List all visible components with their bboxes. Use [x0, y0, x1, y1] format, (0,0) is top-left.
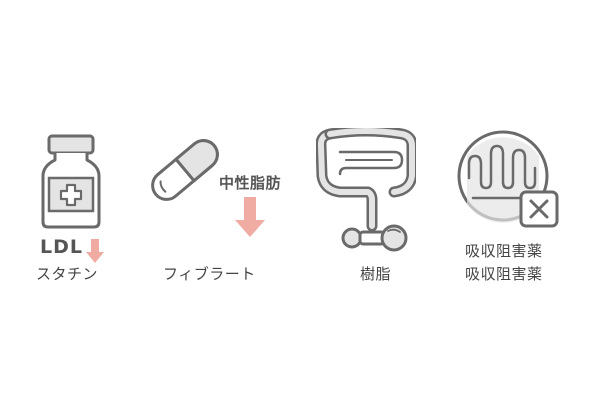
ldl-marker-label: LDL [40, 236, 83, 258]
absorption-inhibitor-label-2: 吸収阻害薬 [465, 265, 543, 283]
resin-label: 樹脂 [360, 265, 392, 283]
down-arrow-icon [86, 239, 104, 263]
panel-resin: 樹脂 [316, 128, 416, 290]
intestine-icon [316, 128, 416, 252]
intestinal-villi-blocked-icon [457, 130, 559, 228]
capsule-icon [151, 139, 219, 201]
medicine-bottle-icon [41, 134, 101, 229]
absorption-inhibitor-label-1: 吸収阻害薬 [465, 242, 543, 260]
statin-label: スタチン [36, 265, 99, 283]
triglyceride-marker-label: 中性脂肪 [219, 174, 282, 192]
down-arrow-icon [235, 197, 265, 237]
panel-statin: LDL スタチン [36, 130, 126, 290]
fibrate-label: フィブラート [163, 265, 256, 283]
panel-fibrate: 中性脂肪 フィブラート [145, 130, 295, 290]
panel-absorption-inhibitor: 吸収阻害薬 吸収阻害薬 [455, 128, 565, 290]
